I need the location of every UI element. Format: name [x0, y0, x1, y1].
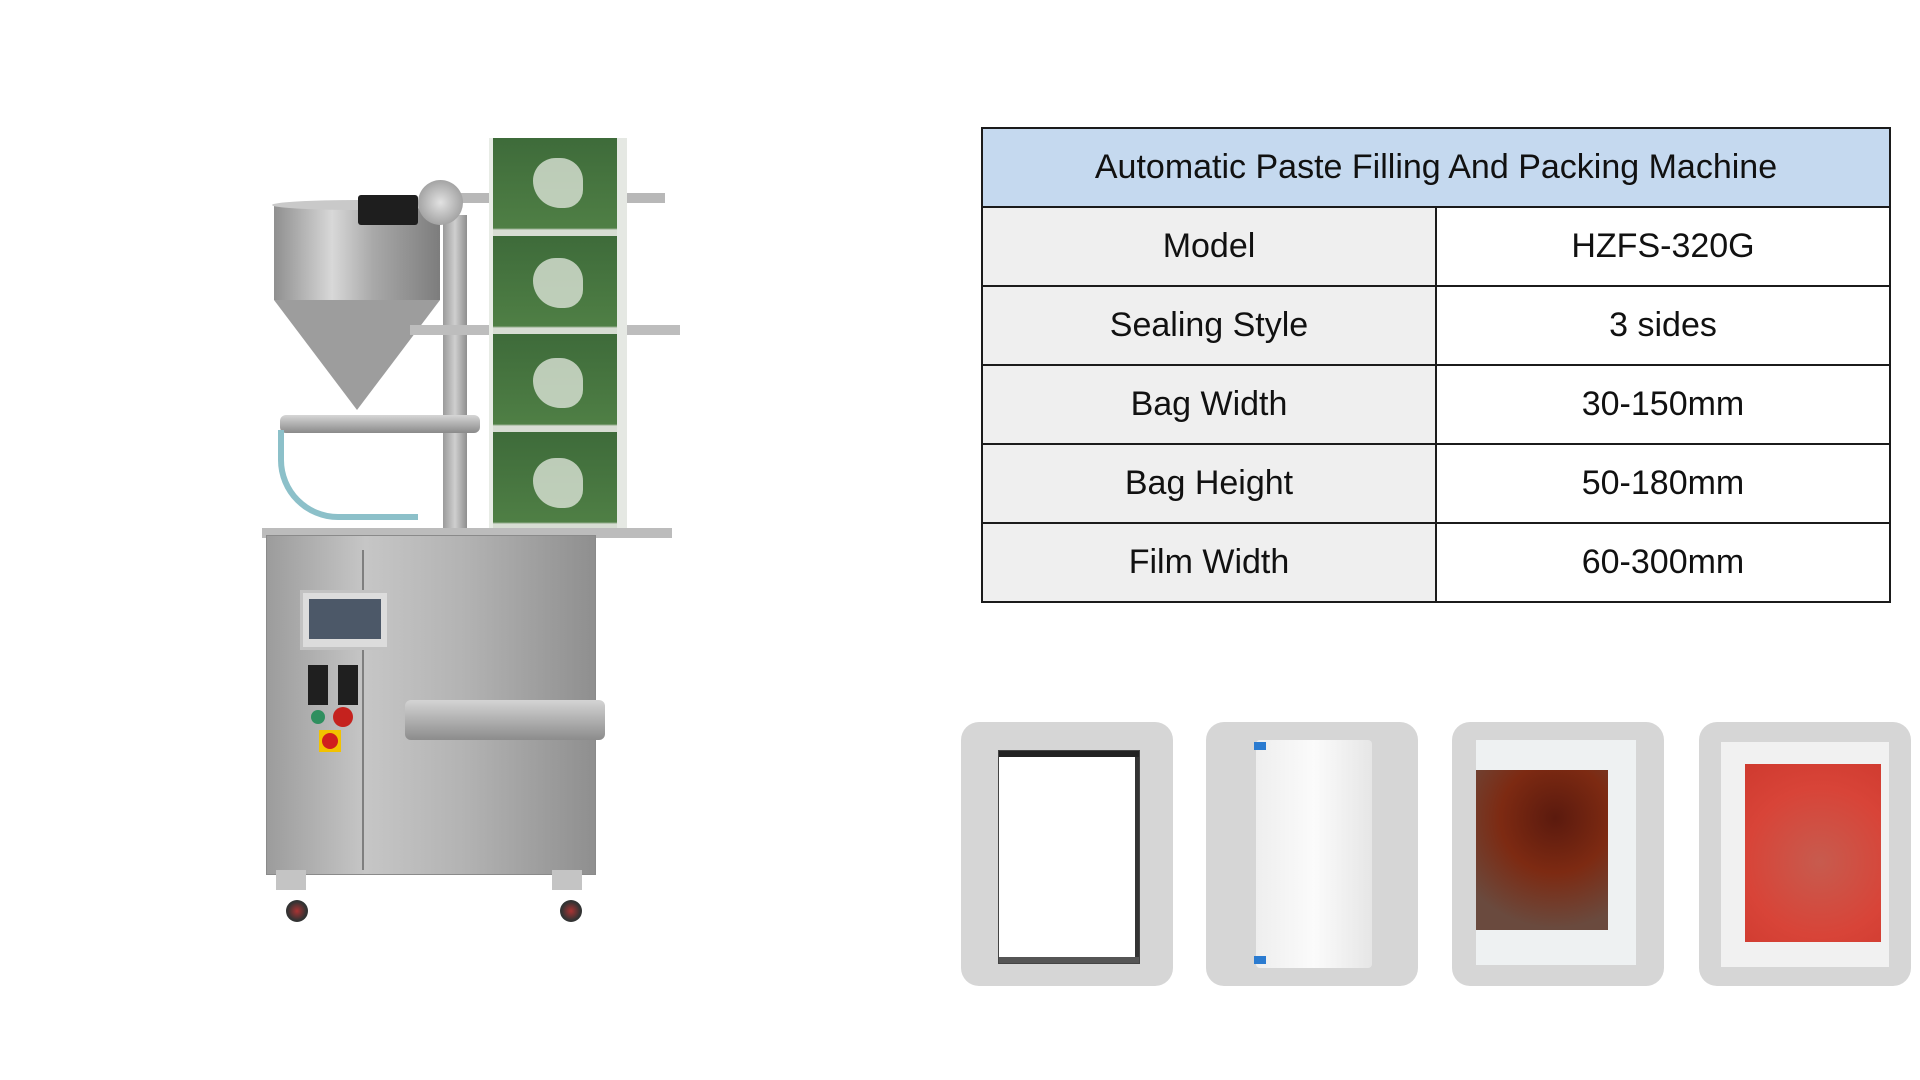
red-sauce-sachet-image	[1721, 742, 1889, 967]
touch-screen	[300, 590, 390, 650]
spec-label: Model	[981, 206, 1437, 287]
temperature-controller	[308, 665, 328, 705]
hopper-rim	[272, 200, 442, 210]
spec-value: 60-300mm	[1435, 522, 1891, 603]
film-print-graphic	[533, 158, 583, 208]
hose	[278, 430, 418, 520]
pulley	[418, 180, 463, 225]
spec-value: 30-150mm	[1435, 364, 1891, 445]
film-print-graphic	[533, 358, 583, 408]
temperature-controller	[338, 665, 358, 705]
caster-wheel	[286, 900, 308, 922]
sample-card-white-sachet	[1206, 722, 1418, 986]
power-switch-icon	[319, 730, 341, 752]
table-row: Film Width 60-300mm	[981, 522, 1891, 603]
chili-oil-sachet-image	[1476, 740, 1636, 965]
motor	[358, 195, 418, 225]
spec-table: Automatic Paste Filling And Packing Mach…	[981, 127, 1891, 603]
table-row: Bag Width 30-150mm	[981, 364, 1891, 445]
film-print-graphic	[533, 258, 583, 308]
piston-filler	[280, 415, 480, 433]
sample-card-chili-oil	[1452, 722, 1664, 986]
sample-card-bag-outline	[961, 722, 1173, 986]
spec-label: Bag Height	[981, 443, 1437, 524]
hopper-cone	[274, 300, 440, 410]
sample-card-red-sauce	[1699, 722, 1911, 986]
spec-value: 3 sides	[1435, 285, 1891, 366]
machine-foot	[552, 870, 582, 890]
start-button-icon	[311, 710, 325, 724]
table-row: Model HZFS-320G	[981, 206, 1891, 287]
sample-bags-gallery	[961, 722, 1920, 987]
spec-value: 50-180mm	[1435, 443, 1891, 524]
packaging-film-roll	[489, 138, 627, 533]
machine-product-image	[260, 130, 700, 950]
spec-table-title: Automatic Paste Filling And Packing Mach…	[981, 127, 1891, 208]
spec-value: HZFS-320G	[1435, 206, 1891, 287]
spec-label: Sealing Style	[981, 285, 1437, 366]
spec-label: Film Width	[981, 522, 1437, 603]
table-row: Bag Height 50-180mm	[981, 443, 1891, 524]
table-row: Sealing Style 3 sides	[981, 285, 1891, 366]
machine-foot	[276, 870, 306, 890]
deck-plate	[262, 528, 672, 538]
panel-divider	[362, 550, 364, 870]
white-sachet-image	[1254, 740, 1372, 968]
stop-button-icon	[333, 707, 353, 727]
film-print-graphic	[533, 458, 583, 508]
caster-wheel	[560, 900, 582, 922]
spec-label: Bag Width	[981, 364, 1437, 445]
sealing-jaws	[405, 700, 605, 740]
three-side-seal-bag-icon	[998, 750, 1140, 964]
